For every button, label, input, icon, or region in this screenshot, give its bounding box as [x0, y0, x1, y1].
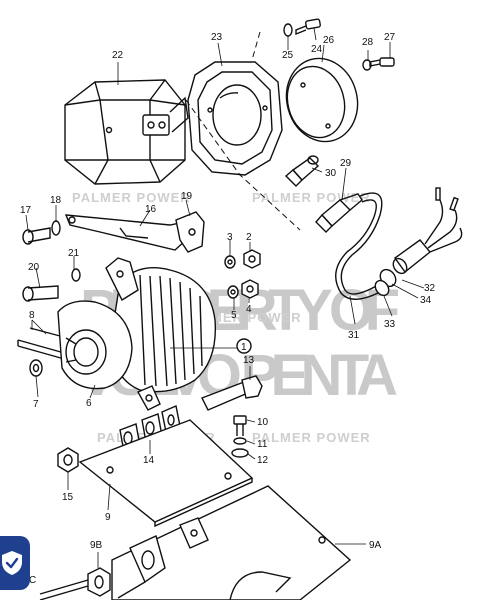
- part-26-cover-plate: [285, 57, 359, 143]
- label-31: 31: [348, 330, 360, 341]
- part-5-washer: [227, 285, 239, 299]
- label-3: 3: [227, 232, 233, 243]
- watermark-stamp: PALMER POWER: [72, 190, 191, 205]
- label-22: 22: [112, 50, 124, 61]
- part-19-bracket-lug: [175, 211, 205, 253]
- part-31-cable: [335, 192, 383, 300]
- part-3-washer: [224, 255, 236, 269]
- label-5: 5: [231, 310, 237, 321]
- part-9b-stud-nut: [39, 567, 111, 600]
- callout-circle-1: [236, 338, 252, 354]
- label-10: 10: [257, 417, 269, 428]
- part-25-washer: [283, 23, 293, 37]
- part-11-washer: [233, 437, 247, 445]
- label-23: 23: [211, 32, 223, 43]
- label-17: 17: [20, 205, 32, 216]
- part-20-bolt: [22, 285, 59, 302]
- label-18: 18: [50, 195, 62, 206]
- part-32-connector: [392, 187, 463, 275]
- part-15-nut: [57, 447, 79, 473]
- label-32: 32: [424, 283, 436, 294]
- label-21: 21: [68, 248, 80, 259]
- label-7: 7: [33, 399, 39, 410]
- part-28-washer: [362, 59, 372, 71]
- label-29: 29: [340, 158, 352, 169]
- label-9a: 9A: [369, 540, 382, 551]
- part-33-washer: [374, 279, 390, 297]
- label-20: 20: [28, 262, 40, 273]
- part-10-bolt: [233, 415, 247, 436]
- part-12-washer: [231, 448, 249, 458]
- label-27: 27: [384, 32, 396, 43]
- part-4-nut: [241, 279, 259, 299]
- label-4: 4: [246, 304, 252, 315]
- part-16-tension-bracket: [64, 214, 187, 251]
- part-9a-bracket-plate: [111, 485, 352, 600]
- part-7-washer: [29, 359, 43, 377]
- part-24-screw: [295, 18, 321, 36]
- leader-lines: [25, 27, 425, 568]
- label-19: 19: [181, 191, 193, 202]
- security-badge[interactable]: [0, 536, 30, 590]
- label-14: 14: [143, 455, 155, 466]
- label-24: 24: [311, 44, 323, 55]
- label-28: 28: [362, 37, 374, 48]
- part-18-washer: [51, 220, 61, 236]
- part-labels: 22 23 25 24 26 28 27 29 30 17 18 16 19 3…: [20, 32, 436, 586]
- label-2: 2: [246, 232, 252, 243]
- label-13: 13: [243, 355, 255, 366]
- part-29-sensor: [315, 193, 363, 233]
- shield-check-icon: [2, 551, 22, 575]
- label-9b: 9B: [90, 540, 103, 551]
- label-9: 9: [105, 512, 111, 523]
- label-12: 12: [257, 455, 269, 466]
- part-2-nut: [243, 249, 261, 269]
- part-9-mounting-plate: [78, 419, 254, 528]
- label-16: 16: [145, 204, 157, 215]
- label-26: 26: [323, 35, 335, 46]
- watermark-stamp: PALMER POWER: [252, 430, 371, 445]
- label-8: 8: [29, 310, 35, 321]
- part-17-bolt: [22, 227, 51, 245]
- label-33: 33: [384, 319, 396, 330]
- label-30: 30: [325, 168, 337, 179]
- part-30-sensor: [284, 155, 320, 187]
- label-1: 1: [241, 342, 247, 353]
- label-25: 25: [282, 50, 294, 61]
- part-21-washer: [71, 268, 81, 282]
- part-23-rear-cover: [185, 31, 301, 231]
- part-27-screw: [369, 57, 395, 67]
- label-34: 34: [420, 295, 432, 306]
- part-22-fan-shroud: [64, 79, 189, 185]
- part-13-through-bolt: [201, 375, 263, 411]
- label-11: 11: [257, 439, 268, 450]
- label-6: 6: [86, 398, 92, 409]
- label-15: 15: [62, 492, 74, 503]
- label-c: C: [29, 575, 36, 586]
- part-6-alternator: [57, 257, 217, 411]
